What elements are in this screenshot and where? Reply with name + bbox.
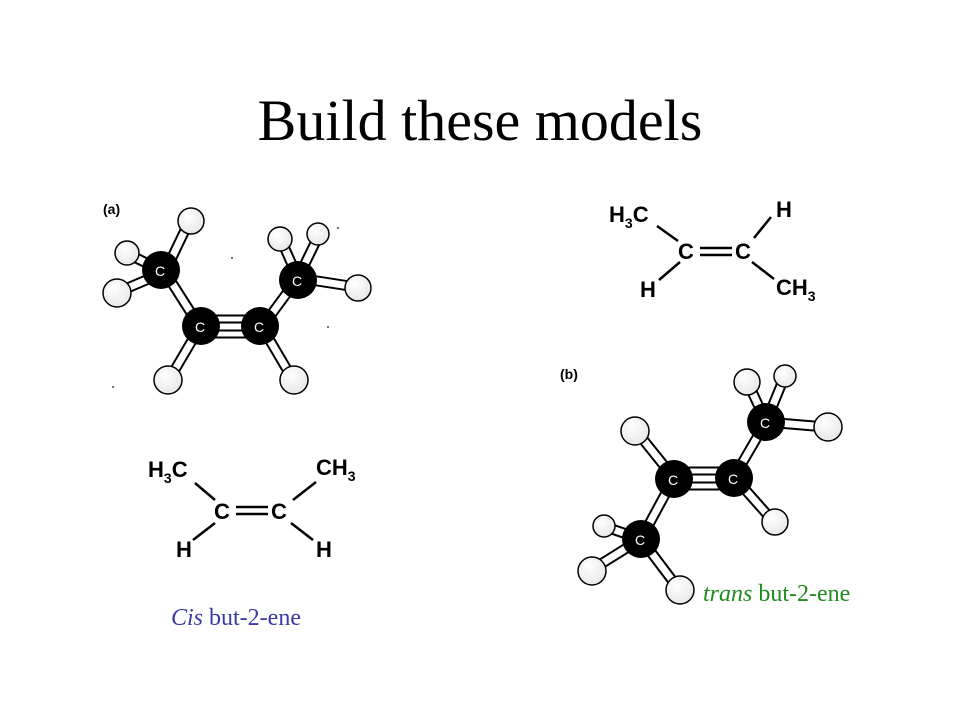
atom-h-right: H <box>316 537 332 562</box>
panel-label-a: (a) <box>103 201 120 217</box>
hydrogen-atom <box>177 207 205 235</box>
hydrogen-atom <box>114 240 140 266</box>
cis-ball-stick-model: (a) <box>102 201 372 395</box>
hydrogen-atom <box>761 508 789 536</box>
cis-hydrogen-atoms <box>102 207 372 395</box>
atom-c-right: C <box>271 499 287 524</box>
atom-h-top: H <box>776 197 792 222</box>
carbon-atom <box>279 261 317 299</box>
trans-ball-stick-model: (b) <box>560 364 843 605</box>
trans-caption-rest: but-2-ene <box>752 581 851 607</box>
hydrogen-atom <box>665 575 695 605</box>
carbon-atom <box>622 520 660 558</box>
carbon-atom <box>747 403 785 441</box>
trans-carbon-atoms: C C C C <box>622 403 785 558</box>
svg-text:H3C: H3C <box>148 457 188 486</box>
atom-c-left: C <box>678 239 694 264</box>
hydrogen-atom <box>773 364 797 388</box>
hydrogen-atom <box>592 514 616 538</box>
carbon-atom <box>182 307 220 345</box>
trans-caption-prefix: trans <box>703 581 753 607</box>
cis-structural-formula: H3C CH3 C C H H <box>148 455 356 562</box>
hydrogen-atom <box>267 226 293 252</box>
carbon-atom <box>715 459 753 497</box>
trans-hydrogen-atoms <box>577 364 843 605</box>
atom-h-left: H <box>176 537 192 562</box>
hydrogen-atom <box>306 222 330 246</box>
atom-c-right: C <box>735 239 751 264</box>
cis-formula-bonds <box>192 481 317 541</box>
cis-caption: Cis but-2-ene <box>171 605 301 632</box>
cis-bonds-fill <box>114 220 360 382</box>
carbon-label: C <box>668 472 678 488</box>
slide-title: Build these models <box>257 88 703 153</box>
trans-caption: trans but-2-ene <box>703 581 850 608</box>
trans-structural-formula: H3C H C C H CH3 <box>609 197 816 304</box>
cis-bonds-outline <box>112 218 362 384</box>
hydrogen-atom <box>620 416 650 446</box>
carbon-atom <box>241 307 279 345</box>
atom-h-bottom: H <box>640 277 656 302</box>
svg-text:H3C: H3C <box>609 202 649 231</box>
carbon-label: C <box>155 263 165 279</box>
atom-c-left: C <box>214 499 230 524</box>
hydrogen-atom <box>153 365 183 395</box>
carbon-label: C <box>195 319 205 335</box>
hydrogen-atom <box>577 556 607 586</box>
svg-text:CH3: CH3 <box>776 275 816 304</box>
trans-formula-bonds <box>656 216 775 281</box>
panel-label-b: (b) <box>560 366 578 382</box>
hydrogen-atom <box>279 365 309 395</box>
hydrogen-atom <box>102 278 132 308</box>
carbon-label: C <box>760 415 770 431</box>
scan-specks <box>112 227 339 388</box>
cis-carbon-atoms: C C C C <box>142 251 317 345</box>
hydrogen-atom <box>813 412 843 442</box>
carbon-label: C <box>292 273 302 289</box>
carbon-atom <box>655 460 693 498</box>
hydrogen-atom <box>344 274 372 302</box>
carbon-label: C <box>254 319 264 335</box>
carbon-label: C <box>728 471 738 487</box>
cis-caption-rest: but-2-ene <box>203 605 301 631</box>
carbon-label: C <box>635 532 645 548</box>
cis-caption-prefix: Cis <box>171 605 204 631</box>
hydrogen-atom <box>733 368 761 396</box>
svg-text:CH3: CH3 <box>316 455 356 484</box>
carbon-atom <box>142 251 180 289</box>
